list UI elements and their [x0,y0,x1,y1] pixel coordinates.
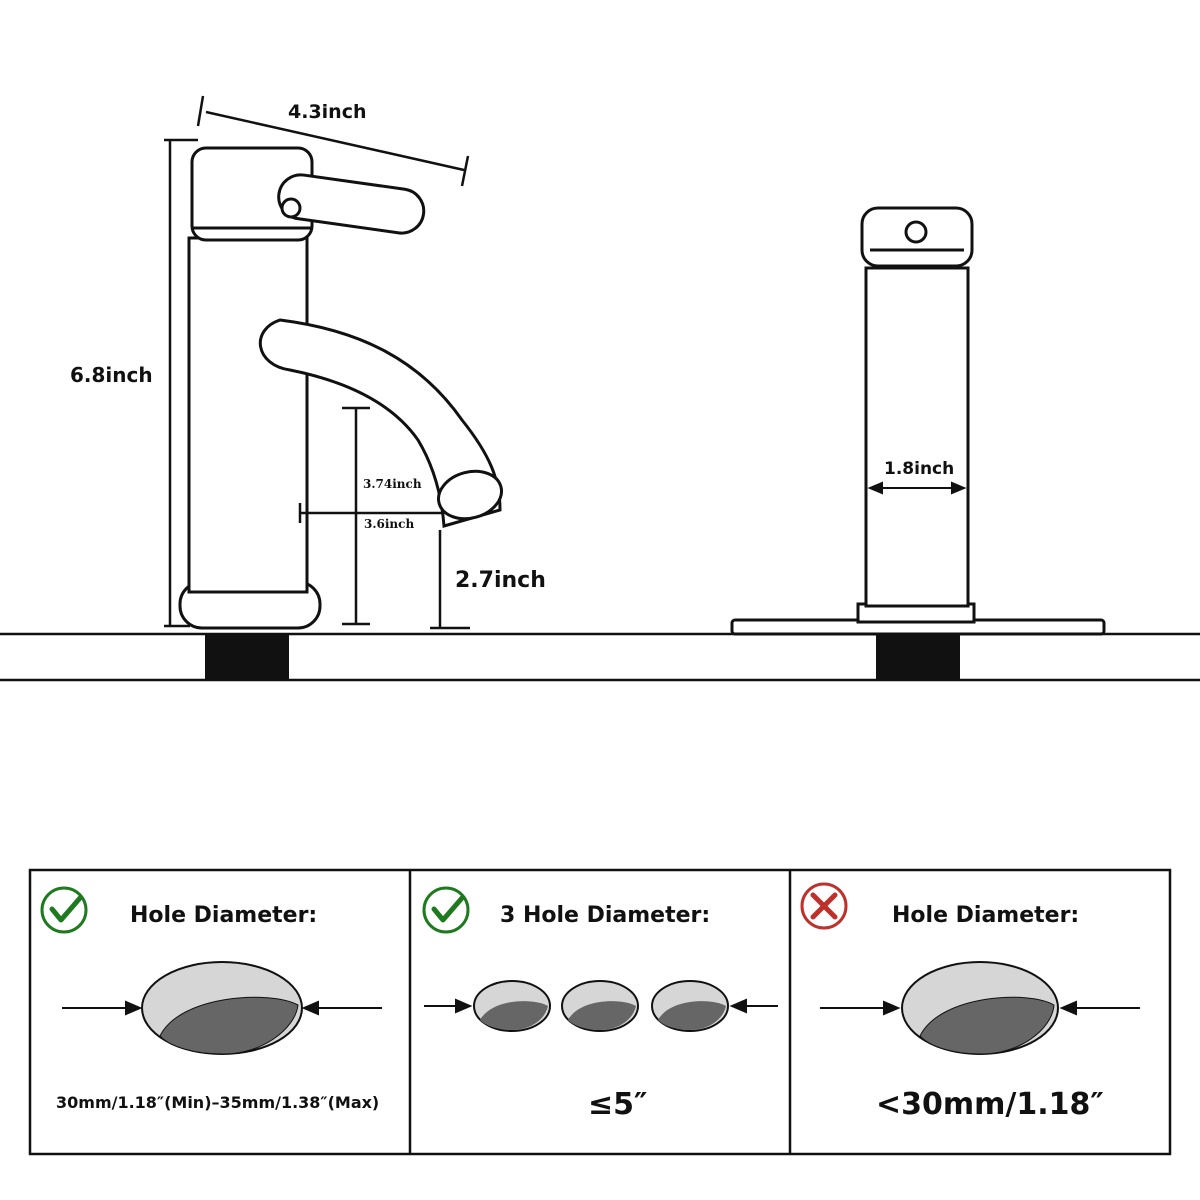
width-arrows [424,998,778,1014]
hole-icon-2 [561,980,639,1032]
check-icon [40,886,88,934]
hole-icon-1 [473,980,551,1032]
front-dimension-lines [164,95,470,630]
spout-tip [437,469,503,521]
hole-icon-3 [651,980,729,1032]
panel-note: 30mm/1.18″(Min)–35mm/1.38″(Max) [56,1093,379,1112]
check-mark [49,895,83,923]
cross-icon [800,882,848,930]
hole-panels: Hole Diameter: 30mm/1.18″(Min)–35mm/1.38… [28,868,1172,1156]
mount-hole-right [876,634,960,680]
hole-panel-single-not-ok: Hole Diameter: <30mm/1.18″ [800,882,1140,1122]
faucet-front-view [178,146,503,630]
handle-length-line [205,110,465,172]
faucet-handle-cap [280,197,302,219]
side-body [864,266,970,608]
check-icon [422,886,470,934]
panel-note: <30mm/1.18″ [876,1087,1104,1122]
faucet-body [187,236,309,594]
base-width-arrow-left [867,481,883,495]
handle-length-tick-right [460,155,470,187]
spout-height-label: 3.74inch [363,477,422,491]
panel-title: Hole Diameter: [130,903,317,928]
cross-mark-b [810,892,838,920]
panel-title: Hole Diameter: [892,903,1079,928]
clearance-height-label: 2.7inch [455,568,546,593]
total-height-label: 6.8inch [70,363,153,387]
width-arrows [820,1000,1140,1016]
hole-panel-single-ok: Hole Diameter: 30mm/1.18″(Min)–35mm/1.38… [40,886,382,1112]
hole-panel-three-ok: 3 Hole Diameter: ≤5″ [422,886,778,1122]
side-handle-cap [904,220,928,244]
width-arrows [62,1000,382,1016]
handle-length-tick-left [196,95,205,127]
spout-reach-label: 3.6inch [364,517,414,531]
mount-hole-left [205,634,289,680]
hole-icon [901,961,1059,1055]
countertop [0,632,1200,682]
handle-length-label: 4.3inch [288,101,367,123]
panel-note: ≤5″ [588,1087,647,1122]
faucet-side-view [730,206,1106,636]
side-dimension-lines [867,481,967,495]
faucet-handle [277,173,426,235]
base-width-label: 1.8inch [884,459,954,479]
base-width-arrow-right [951,481,967,495]
check-mark [431,895,465,923]
panel-title: 3 Hole Diameter: [500,903,710,928]
hole-icon [141,961,303,1055]
